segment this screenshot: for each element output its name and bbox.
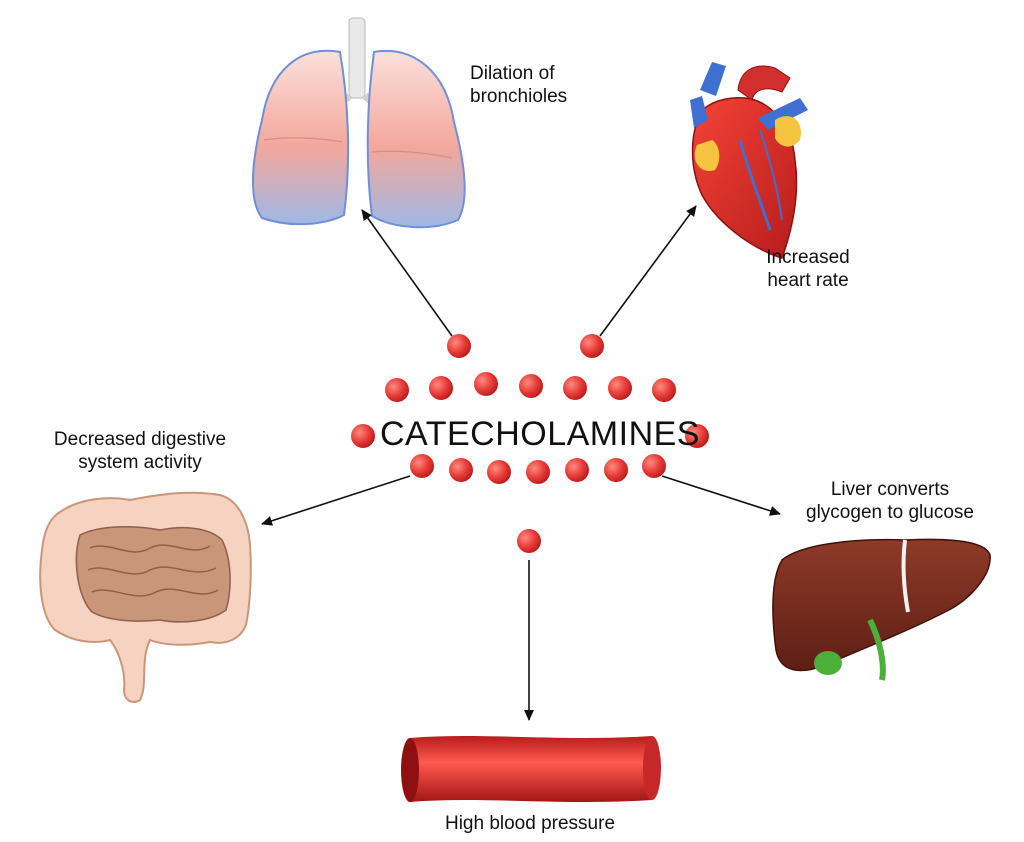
molecule bbox=[604, 458, 628, 482]
arrow-to-lungs bbox=[361, 209, 453, 337]
molecule bbox=[449, 458, 473, 482]
pulmonary-artery bbox=[758, 98, 808, 130]
arrow-to-intestines bbox=[261, 475, 411, 526]
digestive-label: Decreased digestive system activity bbox=[40, 428, 240, 474]
molecule bbox=[519, 374, 543, 398]
small-intestine bbox=[75, 525, 231, 623]
heart-label-line-1: Increased bbox=[766, 247, 850, 268]
molecule bbox=[652, 378, 676, 402]
molecule bbox=[685, 424, 709, 448]
molecule bbox=[580, 334, 604, 358]
lungs-label: Dilation of bronchioles bbox=[470, 62, 567, 108]
vessel-label-line-1: High blood pressure bbox=[444, 813, 616, 834]
intestines-illustration bbox=[39, 491, 252, 703]
molecule bbox=[410, 454, 434, 478]
liver-ligament bbox=[901, 539, 910, 613]
heart-illustration bbox=[690, 62, 808, 259]
liver-label-line-2: glycogen to glucose bbox=[806, 502, 974, 523]
vessel-label: High blood pressure bbox=[400, 812, 660, 835]
trachea bbox=[348, 17, 366, 99]
lungs-label-line-1: Dilation of bbox=[470, 63, 555, 84]
liver bbox=[772, 538, 991, 672]
molecule bbox=[474, 372, 498, 396]
digestive-label-line-2: system activity bbox=[78, 452, 202, 473]
arrow-to-heart bbox=[599, 205, 697, 337]
heart-muscle bbox=[691, 97, 798, 259]
right-lung bbox=[366, 49, 466, 229]
liver-label: Liver converts glycogen to glucose bbox=[790, 478, 990, 524]
vessel-end-right bbox=[643, 736, 661, 800]
molecule bbox=[563, 376, 587, 400]
molecule bbox=[447, 334, 471, 358]
molecule bbox=[351, 424, 375, 448]
molecule bbox=[385, 378, 409, 402]
arrow-to-liver bbox=[661, 475, 781, 516]
molecule bbox=[565, 458, 589, 482]
vessel-body bbox=[410, 736, 652, 802]
liver-illustration bbox=[772, 538, 991, 681]
molecule bbox=[487, 460, 511, 484]
heart-label: Increased heart rate bbox=[748, 246, 868, 292]
lungs-illustration bbox=[251, 17, 466, 229]
molecule bbox=[608, 376, 632, 400]
heart-label-line-2: heart rate bbox=[767, 270, 849, 291]
diagram-title: CATECHOLAMINES bbox=[380, 415, 700, 453]
molecule bbox=[642, 454, 666, 478]
aorta bbox=[737, 65, 791, 101]
catecholamine-molecules bbox=[351, 334, 709, 553]
vena-cava bbox=[700, 62, 726, 96]
gallbladder bbox=[814, 651, 842, 675]
vessel-end-left bbox=[401, 738, 419, 802]
molecule bbox=[429, 376, 453, 400]
liver-label-line-1: Liver converts bbox=[830, 479, 950, 500]
lungs-label-line-2: bronchioles bbox=[470, 86, 568, 107]
molecule bbox=[526, 460, 550, 484]
blood-vessel-illustration bbox=[401, 736, 661, 802]
digestive-label-line-1: Decreased digestive bbox=[53, 429, 227, 450]
molecule bbox=[517, 529, 541, 553]
